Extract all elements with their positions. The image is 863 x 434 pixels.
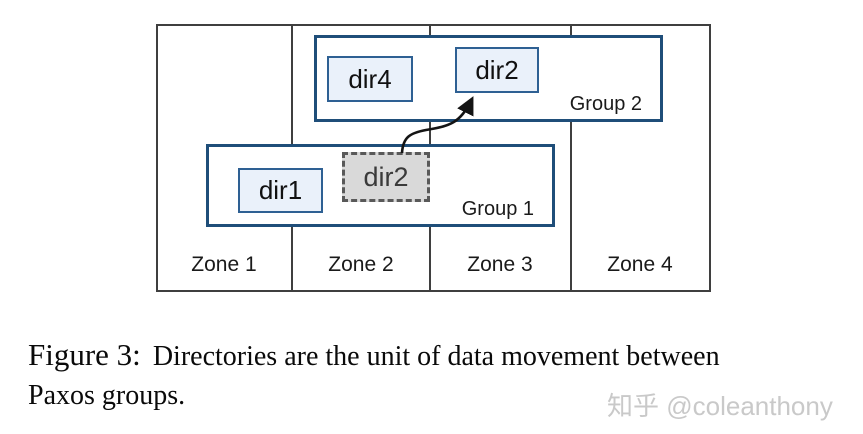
group-2-label: Group 2 bbox=[569, 93, 642, 115]
zone-label: Zone 4 bbox=[607, 253, 673, 276]
figure-label: Figure 3: bbox=[28, 337, 141, 372]
zone-label: Zone 3 bbox=[467, 253, 533, 276]
dir4-box: dir4 bbox=[327, 56, 413, 102]
zone-divider bbox=[570, 25, 572, 290]
group-1-label: Group 1 bbox=[461, 198, 534, 220]
caption-line-1: Figure 3: Directories are the unit of dat… bbox=[28, 337, 848, 373]
caption-text-line1: Directories are the unit of data movemen… bbox=[152, 341, 720, 372]
zone-label: Zone 1 bbox=[191, 253, 257, 276]
watermark-text: 知乎 @coleanthony bbox=[607, 391, 833, 421]
dir1-box: dir1 bbox=[238, 168, 323, 213]
caption-line-2: Paxos groups. bbox=[28, 380, 186, 411]
dir2-ghost-box: dir2 bbox=[342, 152, 430, 202]
zone-label: Zone 2 bbox=[328, 253, 394, 276]
dir2-box-group2: dir2 bbox=[455, 47, 539, 93]
figure-caption: Figure 3: Directories are the unit of dat… bbox=[28, 337, 848, 412]
